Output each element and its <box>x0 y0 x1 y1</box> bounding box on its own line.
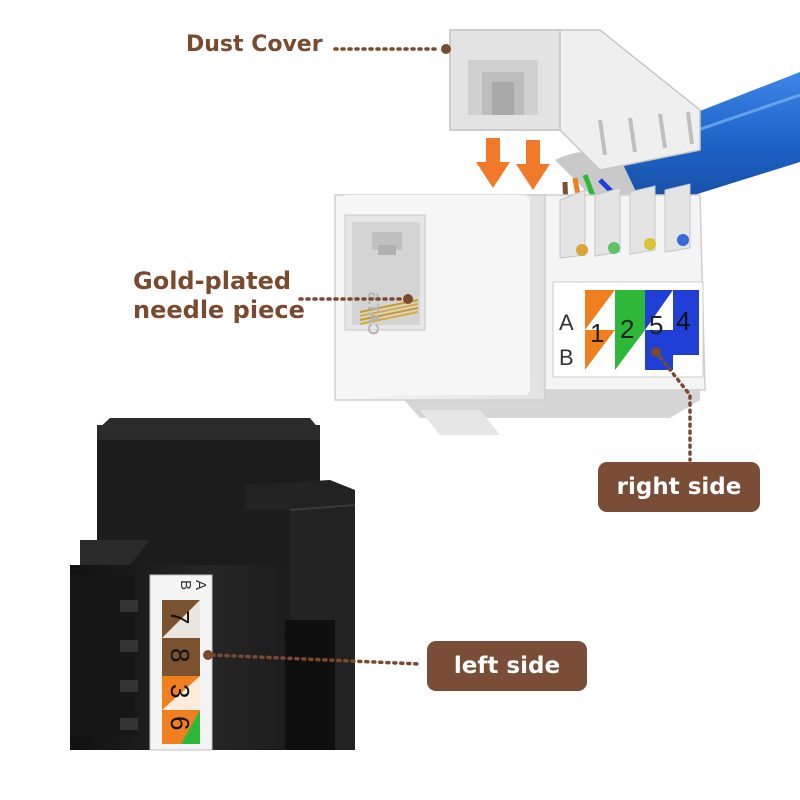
right-label-number-1: 1 <box>590 318 604 348</box>
left-side-leader <box>210 653 422 666</box>
callout-leaders <box>203 44 692 666</box>
right-side-leader <box>654 350 692 462</box>
black-keystone-jack: A B 7 8 3 6 <box>70 418 356 751</box>
left-side-label: left side <box>427 641 587 691</box>
gold-plated-label-line1: Gold-plated <box>133 267 292 295</box>
right-wiring-label <box>552 281 704 378</box>
rj45-port <box>344 214 426 331</box>
cat6-marking: CAT.6 <box>364 292 381 335</box>
right-label-row-b: B <box>559 345 574 370</box>
dust-cover <box>449 29 701 171</box>
right-label-number-5: 5 <box>649 310 663 340</box>
right-label-number-2: 2 <box>620 314 634 344</box>
gold-plated-label-line2: needle piece <box>133 296 305 324</box>
left-wiring-label <box>149 574 213 751</box>
dust-cover-label: Dust Cover <box>186 32 323 57</box>
orange-arrows <box>476 138 550 190</box>
left-label-number-6: 6 <box>165 716 195 730</box>
right-label-row-a: A <box>559 310 574 335</box>
left-label-number-7: 7 <box>165 610 195 624</box>
right-side-label: right side <box>598 462 760 512</box>
left-label-row-b: B <box>177 580 194 590</box>
punch-down-slots <box>559 183 691 259</box>
left-label-row-a: A <box>192 580 209 590</box>
left-label-number-8: 8 <box>165 648 195 662</box>
white-keystone-jack: CAT.6 A B 1 2 5 4 <box>334 183 706 435</box>
left-label-number-3: 3 <box>165 684 195 698</box>
right-label-number-4: 4 <box>676 306 690 336</box>
